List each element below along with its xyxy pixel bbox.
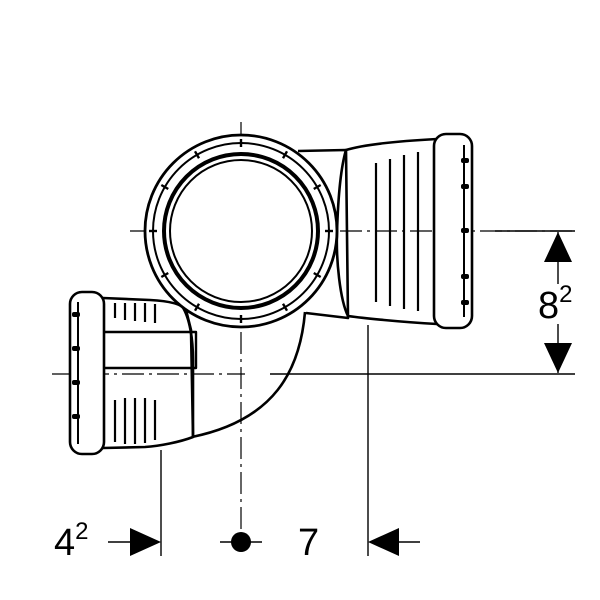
svg-text:42: 42: [54, 518, 89, 564]
svg-text:7: 7: [298, 522, 319, 564]
hub-notch: [160, 183, 169, 191]
left-spigot-ribs-lower: [113, 398, 157, 444]
right-spigot-ribs: [374, 152, 420, 311]
left-flange: [68, 290, 106, 456]
dimension-vertical: 82: [535, 232, 583, 373]
right-spigot-outline: [335, 137, 439, 326]
dim-center-value: 7: [298, 522, 319, 564]
hub-notch: [281, 150, 289, 159]
left-spigot: [101, 296, 198, 450]
hub-notch: [193, 150, 201, 159]
dim-center-dot: [231, 532, 251, 552]
dimension-center: 7: [220, 522, 420, 564]
right-branch: [297, 137, 439, 326]
hub-inner-ring: [162, 152, 320, 310]
left-spigot-ribs-upper: [113, 303, 157, 323]
dim-right-arrow: [368, 528, 399, 556]
extension-lines: [160, 230, 575, 556]
elbow-outer-sweep: [191, 311, 307, 439]
hub-notch: [193, 303, 201, 312]
dim-left-sup: 2: [75, 518, 88, 545]
hub-outer-ring: [143, 133, 339, 329]
hub-notches: [149, 139, 333, 323]
left-spigot-outline: [101, 296, 195, 450]
right-neck: [297, 148, 350, 320]
hub-notch: [160, 271, 169, 279]
dim-vertical-sup: 2: [559, 281, 572, 308]
hub-notch: [281, 303, 289, 312]
svg-text:82: 82: [538, 281, 573, 327]
right-flange-notches: [461, 158, 469, 305]
dim-vertical-value: 8: [538, 285, 559, 327]
dim-left-value: 4: [54, 522, 75, 564]
right-flange: [432, 132, 474, 330]
left-spigot-tab: [105, 330, 198, 370]
dimension-left: 42: [54, 518, 161, 564]
hub-bore: [169, 159, 313, 303]
dim-vertical-arrow-up: [544, 232, 572, 262]
dim-vertical-arrow-down: [544, 343, 572, 373]
right-flange-ring: [432, 132, 474, 330]
dim-left-arrow: [130, 528, 161, 556]
hub-notch: [313, 271, 322, 279]
left-flange-notches: [72, 312, 80, 419]
hub-notch: [313, 183, 322, 191]
main-hub: [143, 133, 339, 329]
